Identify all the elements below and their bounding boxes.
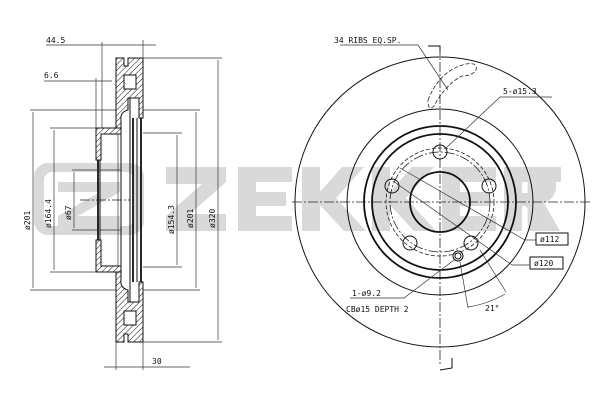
- bolt-holes: [384, 144, 497, 262]
- label-pcd: ø112: [540, 235, 559, 244]
- label-spigot-box: [529, 256, 564, 270]
- label-bolt-holes: 5-ø15.3: [503, 87, 537, 96]
- label-angle: 21°: [485, 304, 499, 313]
- dim-dia-201-left: ø201: [23, 211, 32, 230]
- side-section-view: 44.5 6.6 ø201 ø164.4 ø67 ø154.3 ø201 ø32…: [23, 36, 222, 370]
- front-view: 34 RIBS EQ.SP. 5-ø15.3 ø112 ø120 1-ø9.2 …: [292, 36, 592, 371]
- dim-dia-201-right: ø201: [186, 209, 195, 228]
- dim-overall-height: 44.5: [46, 36, 65, 45]
- label-pcd-box: [535, 232, 569, 246]
- dim-dia-164: ø164.4: [44, 199, 53, 228]
- label-spigot: ø120: [534, 259, 553, 268]
- label-aux-hole: 1-ø9.2: [352, 289, 381, 298]
- label-ribs: 34 RIBS EQ.SP.: [334, 36, 401, 45]
- rib-slot: [427, 63, 477, 109]
- dim-dia-320: ø320: [208, 209, 217, 228]
- label-counterbore: CBø15 DEPTH 2: [346, 305, 409, 314]
- dim-dia-154: ø154.3: [167, 205, 176, 234]
- dim-thickness: 30: [152, 357, 162, 366]
- dim-dia-67: ø67: [64, 205, 73, 220]
- dim-hat-offset: 6.6: [44, 71, 59, 80]
